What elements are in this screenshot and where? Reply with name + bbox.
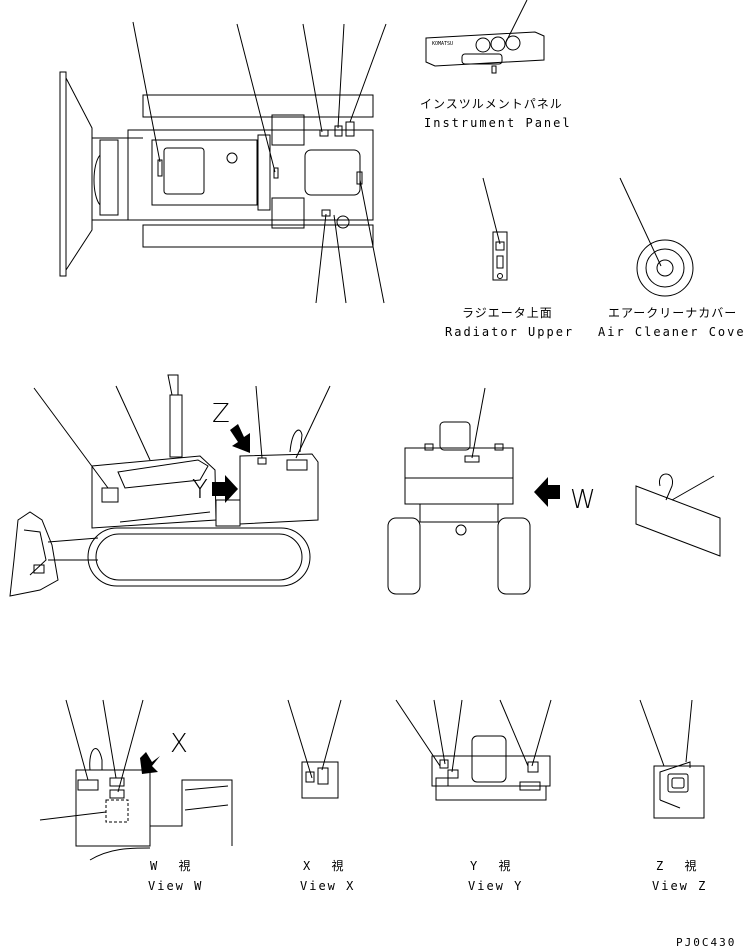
instrument-panel-label-en: Instrument Panel: [424, 116, 572, 130]
arrow-x: [140, 752, 160, 774]
view-w-label-en: View W: [148, 879, 203, 893]
radiator-upper-figure: [482, 177, 508, 281]
view-w-figure: [39, 699, 233, 861]
side-view-dozer: [9, 374, 331, 597]
view-z-label-en: View Z: [652, 879, 707, 893]
radiator-upper-label-jp: ラジエータ上面: [462, 306, 553, 320]
arrow-y: [212, 475, 238, 503]
rear-view-dozer: [387, 387, 560, 595]
top-view-dozer: [59, 21, 387, 304]
radiator-upper-label-en: Radiator Upper: [445, 325, 574, 339]
view-z-label-jp: Z 視: [656, 858, 697, 873]
view-x-label-jp: X 視: [303, 858, 344, 873]
view-y-figure: [395, 699, 552, 801]
view-z-figure: [639, 699, 705, 819]
arrow-w: [534, 477, 560, 507]
panel-brand-text: KOMATSU: [432, 41, 453, 47]
view-x-figure: [287, 699, 342, 799]
arrow-z: [230, 424, 250, 453]
arrow-letter-z: Z: [212, 399, 230, 429]
decal-card-figure: [635, 473, 721, 557]
view-x-label-en: View X: [300, 879, 355, 893]
arrow-letter-x: X: [170, 729, 188, 759]
drawing-code: PJ0C430: [676, 936, 736, 949]
view-y-label-en: View Y: [468, 879, 523, 893]
instrument-panel-figure: KOMATSU: [425, 0, 545, 74]
air-cleaner-cover-label-jp: エアークリーナカバー: [608, 306, 737, 320]
arrow-letter-w: W: [570, 485, 596, 515]
view-y-label-jp: Y 視: [470, 858, 511, 873]
air-cleaner-cover-figure: [619, 177, 694, 297]
arrow-letter-y: Y: [192, 475, 208, 505]
instrument-panel-label-jp: インスツルメントパネル: [420, 97, 563, 111]
view-w-label-jp: W 視: [150, 858, 191, 873]
air-cleaner-cover-label-en: Air Cleaner Cover: [598, 325, 743, 339]
